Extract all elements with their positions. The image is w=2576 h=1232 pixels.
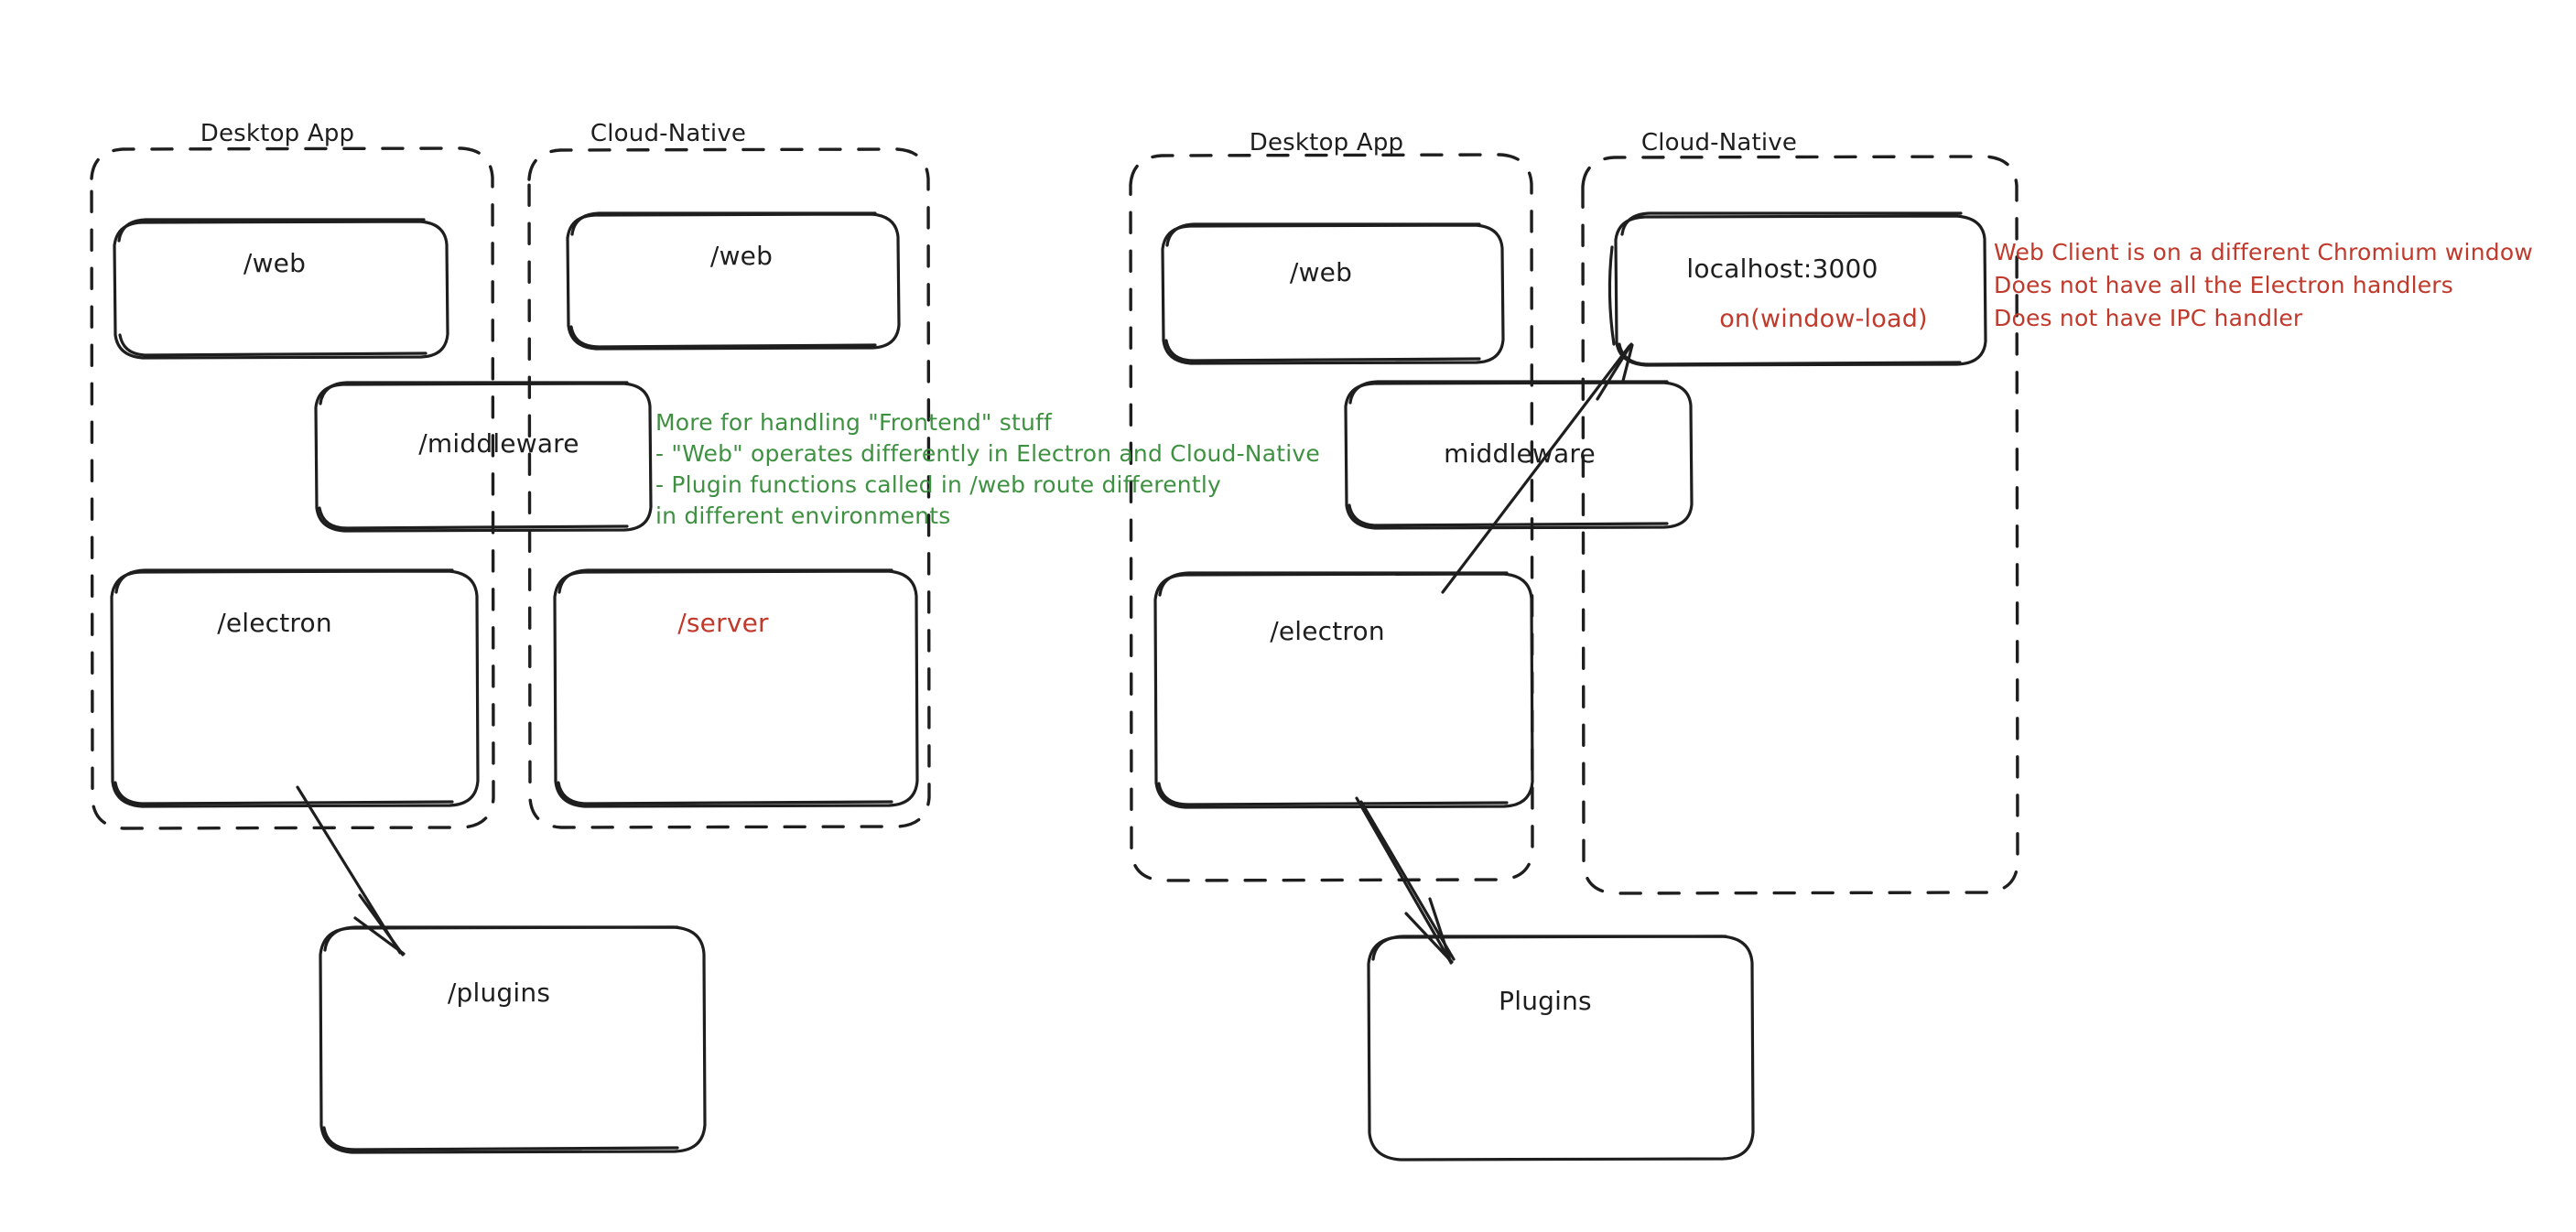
node-label-r-plugins[interactable]: Plugins	[1499, 986, 1592, 1016]
node-label-l-plugins[interactable]: /plugins	[447, 978, 551, 1008]
annotation-green-line-4: in different environments	[655, 503, 951, 529]
annotation-green-line-2: - "Web" operates differently in Electron…	[655, 440, 1320, 467]
annotation-red-line-2: Does not have all the Electron handlers	[1994, 272, 2454, 298]
node-shape-l-server	[553, 568, 919, 808]
group-title-right-cloud: Cloud-Native	[1640, 129, 1798, 157]
edge-l-electron-to-l-plugins	[296, 785, 406, 956]
node-label-l-server[interactable]: /server	[677, 608, 769, 638]
node-label-r-localhost[interactable]: localhost:3000	[1686, 254, 1878, 284]
node-label-r-electron[interactable]: /electron	[1270, 616, 1385, 646]
node-shape-r-middleware	[1344, 380, 1694, 530]
annotation-green-line-1: More for handling "Frontend" stuff	[655, 409, 1053, 436]
node-shape-r-desktop-web	[1161, 222, 1505, 365]
group-frame-left-cloud	[527, 147, 931, 829]
node-label-l-cloud-web[interactable]: /web	[709, 241, 774, 271]
node-shape-l-electron	[110, 568, 480, 808]
node-label-l-desktop-web[interactable]: /web	[243, 248, 307, 278]
group-title-right-desktop: Desktop App	[1249, 129, 1404, 157]
group-frame-left-desktop	[90, 146, 495, 830]
group-title-left-cloud: Cloud-Native	[590, 120, 747, 147]
edge-r-electron-to-r-localhost	[1441, 342, 1634, 594]
group-frame-right-desktop	[1129, 153, 1534, 882]
node-sublabel-r-localhost: on(window-load)	[1719, 305, 1928, 333]
edge-r-electron-to-r-plugins	[1355, 796, 1456, 965]
annotation-green-line-3: - Plugin functions called in /web route …	[655, 471, 1221, 498]
node-shape-r-electron	[1153, 571, 1534, 809]
annotation-red-line-3: Does not have IPC handler	[1994, 305, 2303, 331]
node-label-l-electron[interactable]: /electron	[217, 608, 332, 638]
node-label-r-middleware[interactable]: middleware	[1444, 438, 1596, 469]
node-shape-r-localhost	[1607, 211, 1987, 367]
node-shape-r-plugins	[1367, 935, 1755, 1162]
node-shape-l-middleware	[314, 381, 653, 533]
node-shape-l-desktop-web	[113, 218, 449, 360]
node-shape-l-cloud-web	[566, 211, 901, 351]
node-label-r-desktop-web[interactable]: /web	[1289, 257, 1353, 287]
node-label-l-middleware[interactable]: /middleware	[418, 428, 579, 459]
annotation-red-line-1: Web Client is on a different Chromium wi…	[1994, 239, 2533, 265]
node-shape-l-plugins	[319, 925, 707, 1154]
group-frame-right-cloud	[1581, 155, 2019, 895]
group-title-left-desktop: Desktop App	[200, 120, 355, 147]
